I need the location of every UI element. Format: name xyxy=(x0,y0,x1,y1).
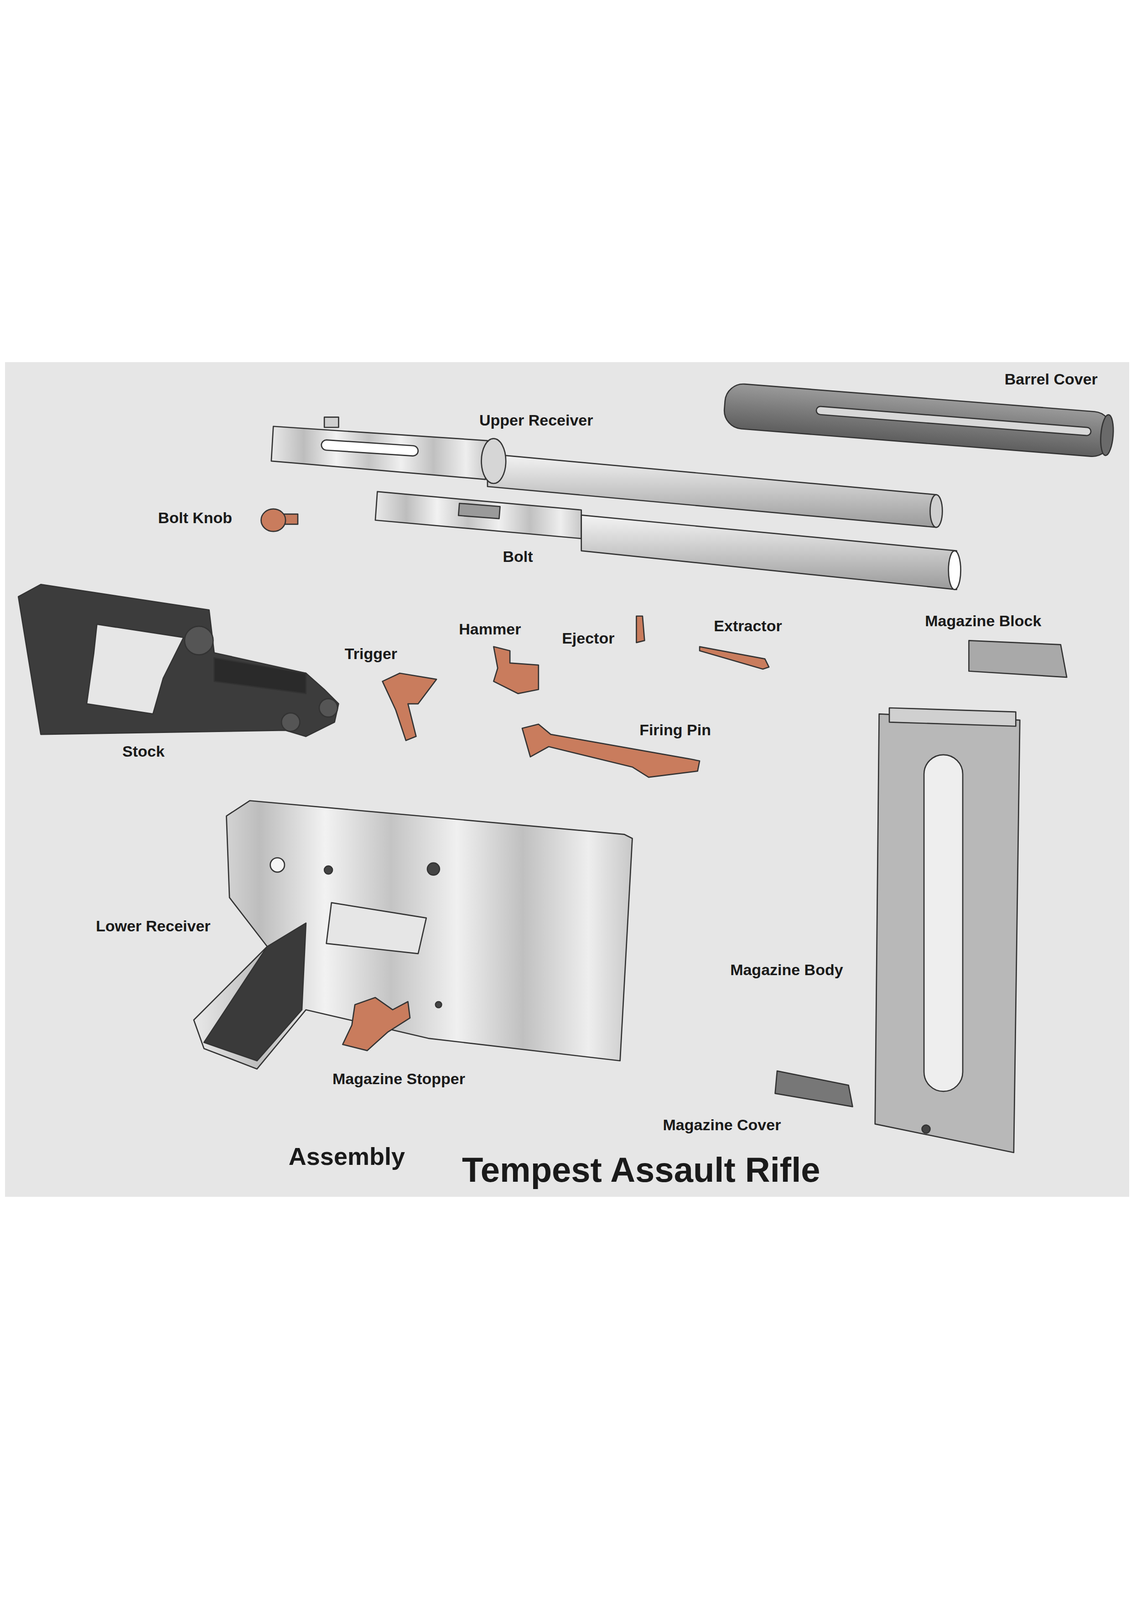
magazine-block xyxy=(968,640,1067,678)
part-label: Bolt xyxy=(502,548,533,566)
section-heading: Assembly xyxy=(288,1142,405,1170)
bolt xyxy=(375,491,961,590)
part-label: Hammer xyxy=(458,620,521,638)
part-label: Extractor xyxy=(713,617,782,635)
magazine-stopper xyxy=(342,997,410,1051)
part-label: Trigger xyxy=(344,645,398,663)
ground-panel xyxy=(5,362,1130,1197)
part-label: Lower Receiver xyxy=(95,917,211,935)
part-label: Magazine Stopper xyxy=(332,1070,466,1088)
part-label: Magazine Body xyxy=(730,961,843,979)
magazine-body xyxy=(875,707,1021,1153)
trigger xyxy=(382,673,437,741)
stock xyxy=(18,584,339,737)
part-label: Upper Receiver xyxy=(479,411,593,429)
lower-receiver xyxy=(193,800,633,1069)
part-label: Firing Pin xyxy=(639,721,711,739)
hammer xyxy=(493,646,539,694)
barrel-cover xyxy=(722,382,1115,458)
part-label: Ejector xyxy=(561,629,615,647)
part-label: Stock xyxy=(122,742,165,760)
part-label: Barrel Cover xyxy=(1004,370,1098,388)
magazine-cover xyxy=(775,1070,853,1107)
part-label: Magazine Cover xyxy=(663,1116,782,1134)
bolt-knob xyxy=(260,508,298,532)
part-label: Bolt Knob xyxy=(158,509,233,527)
ejector xyxy=(636,616,645,643)
diagram-title: Tempest Assault Rifle xyxy=(461,1150,821,1189)
extractor xyxy=(699,646,769,670)
part-label: Magazine Block xyxy=(924,612,1042,630)
upper-receiver xyxy=(271,417,943,528)
